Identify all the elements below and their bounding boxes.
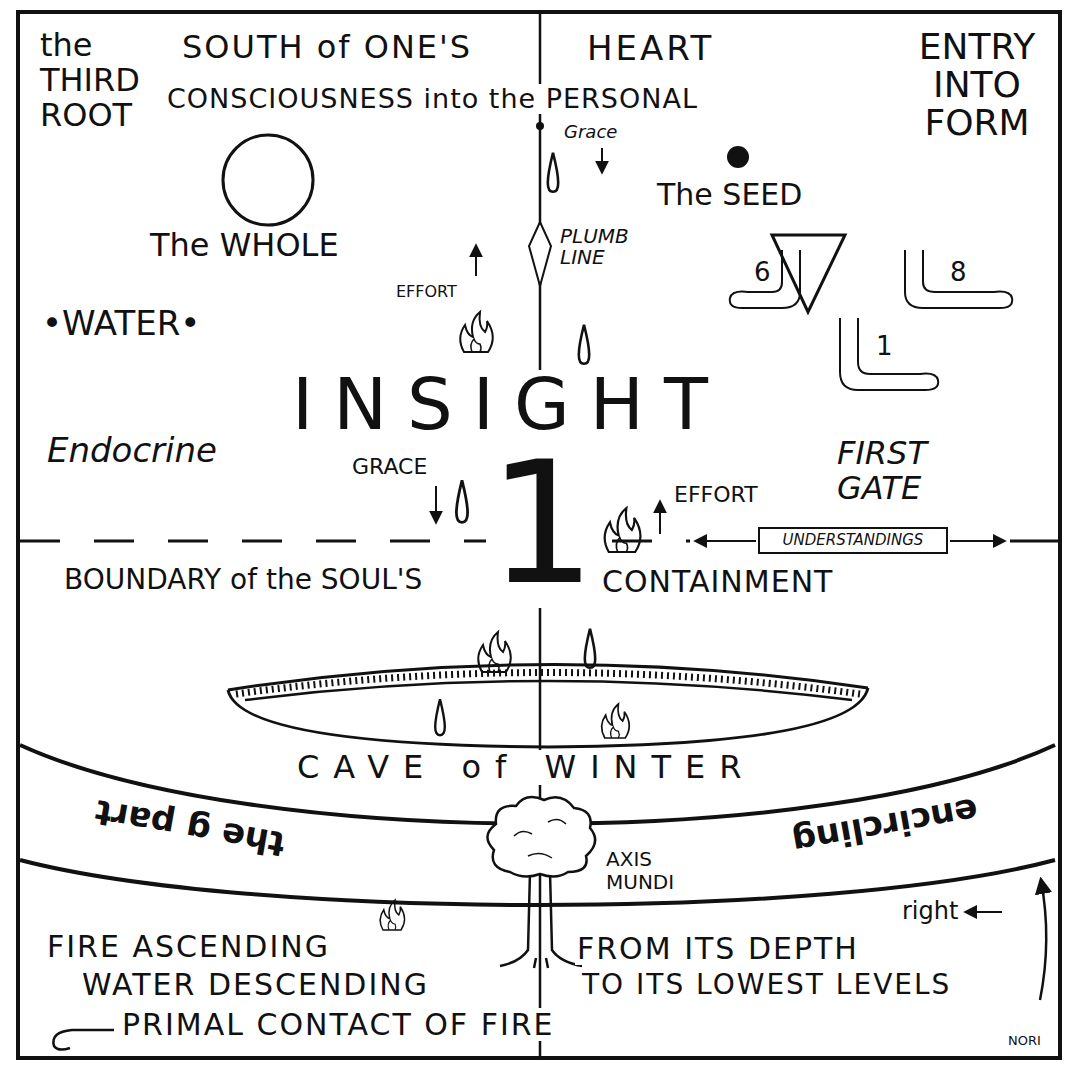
whole-circle [223,135,313,225]
big-numeral: 1 [486,438,598,608]
grace-label: Grace [562,122,619,142]
effort-arrow [659,502,661,534]
effort-flame [460,312,493,352]
direction-label: right [900,898,960,924]
boundary-label: BOUNDARY of the SOUL'S [62,565,424,596]
effort-flame [605,508,641,552]
boundary-label: CONTAINMENT [600,565,835,598]
heading-text: SOUTH of ONE'S [180,30,474,65]
axis-label: AXIS MUNDI [604,848,698,894]
effort-label: EFFORT [394,283,459,301]
seed-label: The SEED [655,178,804,211]
plumb-label: PLUMB LINE [558,226,648,268]
tree-crown [487,797,595,876]
bottom-text: TO ITS LOWEST LEVELS [580,970,953,1001]
effort-arrow [475,246,477,276]
bottom-text: FIRE ASCENDING [45,930,332,963]
bottom-text: FROM ITS DEPTH [575,932,861,965]
foot [840,318,938,390]
bowl-rim [228,664,868,690]
cave-label: CAVE of WINTER [295,750,758,785]
outer-frame [18,12,1060,1058]
bowl-drop [435,699,445,735]
grace-drop [548,153,558,192]
endocrine-label: Endocrine [45,432,219,469]
insight-title: INSIGHT [290,370,730,438]
foot [730,250,800,308]
bowl-drop [585,629,595,668]
bowl-rim [245,681,852,700]
grace-drop [456,480,467,522]
effort-label: EFFORT [672,483,760,507]
hook-arrow [53,1030,114,1050]
heading-text: CONSCIOUSNESS into the PERSONAL [165,84,700,114]
curved-arrow [1040,880,1046,1000]
boundary-dashes [1010,540,1058,543]
callout-number: 1 [874,332,895,361]
tree-trunk [500,872,582,968]
heading-text: HEART [585,30,716,67]
grace-arrow [601,148,603,172]
understandings-box: UNDERSTANDINGS [758,527,948,554]
whole-label: The WHOLE [148,228,341,263]
bottom-text: WATER DESCENDING [80,968,431,1001]
bowl-flame [478,632,511,672]
band-text: the g part [90,793,289,864]
element-label: •WATER• [40,305,202,342]
drop [579,325,589,364]
signature: NORI [1006,1034,1043,1048]
bottom-text: PRIMAL CONTACT OF FIRE [120,1008,557,1041]
fire-flame [380,900,404,930]
plumb-top-dot [536,122,544,130]
grace-label: GRACE [350,455,429,479]
grace-arrow [435,486,437,522]
right-arrow [966,911,1002,913]
gate-label: FIRST GATE [835,436,989,506]
box-text: UNDERSTANDINGS [767,532,939,549]
callout-number: 6 [752,258,773,287]
bowl [228,688,868,747]
understandings-arrow [696,540,756,542]
band-text: encircling [787,791,982,861]
bowl-rim-hatch [236,673,860,695]
tree-crown-detail [514,819,566,858]
understandings-arrow [950,540,1004,542]
callout-number: 8 [948,258,969,287]
plumb-bob [529,222,551,286]
foot [905,250,1012,308]
seed-dot [727,146,749,168]
bowl-flame [602,704,630,738]
corner-title: ENTRY INTO FORM [900,28,1054,141]
corner-title: the THIRD ROOT [38,28,170,134]
